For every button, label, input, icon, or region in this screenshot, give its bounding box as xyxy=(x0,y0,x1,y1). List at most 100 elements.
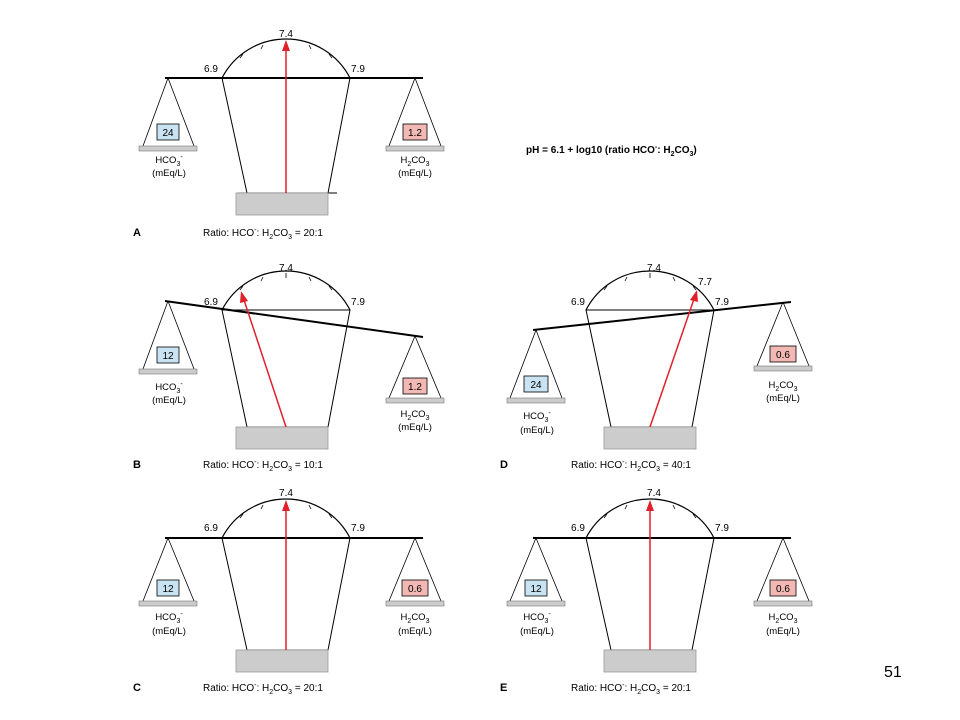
right-pan: 1.2 H2CO3 (mEq/L) xyxy=(385,335,445,433)
panel-e: 7.4 6.9 7.9 12 HCO3- (mEq/L) 0.6 H2CO3 (… xyxy=(500,488,813,696)
scale-base xyxy=(235,649,329,673)
right-pan: 0.6 H2CO3 (mEq/L) xyxy=(385,537,445,637)
bicarbonate-box xyxy=(523,375,549,393)
ph-dial-arc xyxy=(585,498,715,539)
bicarbonate-label: HCO3- xyxy=(155,154,183,168)
dial-ticks xyxy=(225,273,347,304)
unit-label: (mEq/L) xyxy=(766,626,800,637)
label-high-ph: 7.9 xyxy=(715,297,729,308)
unit-label: (mEq/L) xyxy=(152,395,186,406)
carbonic-acid-label: H2CO3 xyxy=(401,612,430,625)
ph-pointer xyxy=(649,298,695,428)
bicarbonate-value: 24 xyxy=(162,128,174,139)
unit-label: (mEq/L) xyxy=(520,626,554,637)
panel-letter: E xyxy=(500,682,507,694)
unit-label: (mEq/L) xyxy=(152,168,186,179)
bicarbonate-box xyxy=(524,579,548,597)
carbonic-acid-label: H2CO3 xyxy=(401,409,430,422)
bicarbonate-box xyxy=(156,579,180,597)
carbonic-acid-box xyxy=(402,123,428,141)
left-pan: 12 HCO3- (mEq/L) xyxy=(138,537,198,637)
ratio-label: Ratio: HCO-: H2CO3 = 20:1 xyxy=(571,682,691,696)
bicarbonate-label: HCO3- xyxy=(155,381,183,395)
ph-equation: pH = 6.1 + log10 (ratio HCO-: H2CO3) xyxy=(526,144,697,158)
unit-label: (mEq/L) xyxy=(398,422,432,433)
ph-dial-arc xyxy=(221,270,351,311)
ratio-label: Ratio: HCO-: H2CO3 = 10:1 xyxy=(203,459,323,473)
pointer-arrowhead xyxy=(690,290,698,302)
bicarbonate-box xyxy=(156,123,180,141)
ph-pointer xyxy=(243,299,287,428)
scale-base xyxy=(603,649,697,673)
ratio-label: Ratio: HCO-: H2CO3 = 40:1 xyxy=(571,459,691,473)
carbonic-acid-value: 0.6 xyxy=(776,584,790,595)
left-pan: 12 HCO3- (mEq/L) xyxy=(506,537,566,637)
right-pan: 0.6 H2CO3 (mEq/L) xyxy=(753,301,813,404)
carbonic-acid-label: H2CO3 xyxy=(769,612,798,625)
carbonic-acid-label: H2CO3 xyxy=(769,380,798,393)
bicarbonate-label: HCO3- xyxy=(523,410,551,424)
right-pan: 1.2 H2CO3 (mEq/L) xyxy=(385,77,445,179)
label-low-ph: 6.9 xyxy=(204,297,218,308)
label-low-ph: 6.9 xyxy=(204,523,218,534)
bicarbonate-value: 12 xyxy=(530,584,542,595)
unit-label: (mEq/L) xyxy=(398,626,432,637)
carbonic-acid-value: 1.2 xyxy=(408,128,422,139)
page-number: 51 xyxy=(884,664,902,681)
pointer-arrowhead xyxy=(282,500,290,511)
ph-dial-arc xyxy=(221,498,351,539)
carbonic-acid-label: H2CO3 xyxy=(401,155,430,168)
bicarbonate-value: 12 xyxy=(162,351,174,362)
carbonic-acid-box xyxy=(769,579,797,597)
scale-base xyxy=(603,426,697,450)
label-low-ph: 6.9 xyxy=(571,523,585,534)
carbonic-acid-box xyxy=(769,345,797,363)
label-normal-ph: 7.4 xyxy=(279,29,293,40)
bicarbonate-value: 24 xyxy=(530,380,542,391)
panel-letter: B xyxy=(133,459,141,471)
dial-ticks xyxy=(589,273,711,304)
unit-label: (mEq/L) xyxy=(398,168,432,179)
right-pan: 0.6 H2CO3 (mEq/L) xyxy=(753,537,813,637)
label-high-ph: 7.9 xyxy=(715,523,729,534)
pointer-arrowhead xyxy=(646,500,654,511)
panel-letter: D xyxy=(500,459,508,471)
panel-letter: A xyxy=(133,227,141,239)
label-pointer-ph: 7.7 xyxy=(698,277,712,288)
left-pan: 12 HCO3- (mEq/L) xyxy=(138,300,198,406)
scale-base xyxy=(235,426,329,450)
bicarbonate-box xyxy=(156,346,180,364)
scale-base xyxy=(235,192,329,216)
balance-beam xyxy=(164,300,424,338)
label-high-ph: 7.9 xyxy=(351,297,365,308)
scale-support xyxy=(585,309,715,428)
left-pan: 24 HCO3- (mEq/L) xyxy=(506,329,566,436)
unit-label: (mEq/L) xyxy=(766,393,800,404)
panel-c: 7.4 6.9 7.9 12 HCO3- (mEq/L) 0.6 H2CO3 (… xyxy=(133,488,445,696)
ph-dial-arc xyxy=(221,38,351,79)
label-normal-ph: 7.4 xyxy=(647,263,661,274)
left-pan: 24 HCO3- (mEq/L) xyxy=(138,77,198,179)
label-normal-ph: 7.4 xyxy=(279,263,293,274)
panel-letter: C xyxy=(133,682,141,694)
ratio-label: Ratio: HCO-: H2CO3 = 20:1 xyxy=(203,682,323,696)
balance-beam xyxy=(532,301,792,331)
carbonic-acid-value: 0.6 xyxy=(408,584,422,595)
dial-ticks xyxy=(589,501,711,532)
label-normal-ph: 7.4 xyxy=(647,488,661,499)
carbonic-acid-box xyxy=(401,579,429,597)
label-normal-ph: 7.4 xyxy=(279,488,293,499)
carbonic-acid-box xyxy=(402,377,428,395)
label-high-ph: 7.9 xyxy=(351,523,365,534)
bicarbonate-label: HCO3- xyxy=(155,611,183,625)
scale-support xyxy=(221,309,351,428)
ratio-label: Ratio: HCO-: H2CO3 = 20:1 xyxy=(203,227,323,241)
carbonic-acid-value: 1.2 xyxy=(408,382,422,393)
panel-b: 7.4 6.9 7.9 12 HCO3- (mEq/L) 1.2 H2CO3 (… xyxy=(133,263,445,473)
ph-dial-arc xyxy=(585,270,715,311)
panel-a: 7.4 6.9 7.9 24 HCO3- (mEq/L) 1.2 H2CO3 (… xyxy=(133,29,445,241)
panel-d: 7.4 6.9 7.9 7.7 24 HCO3- (mEq/L) 0.6 H2C… xyxy=(500,263,813,473)
bicarbonate-label: HCO3- xyxy=(523,611,551,625)
bicarbonate-value: 12 xyxy=(162,584,174,595)
